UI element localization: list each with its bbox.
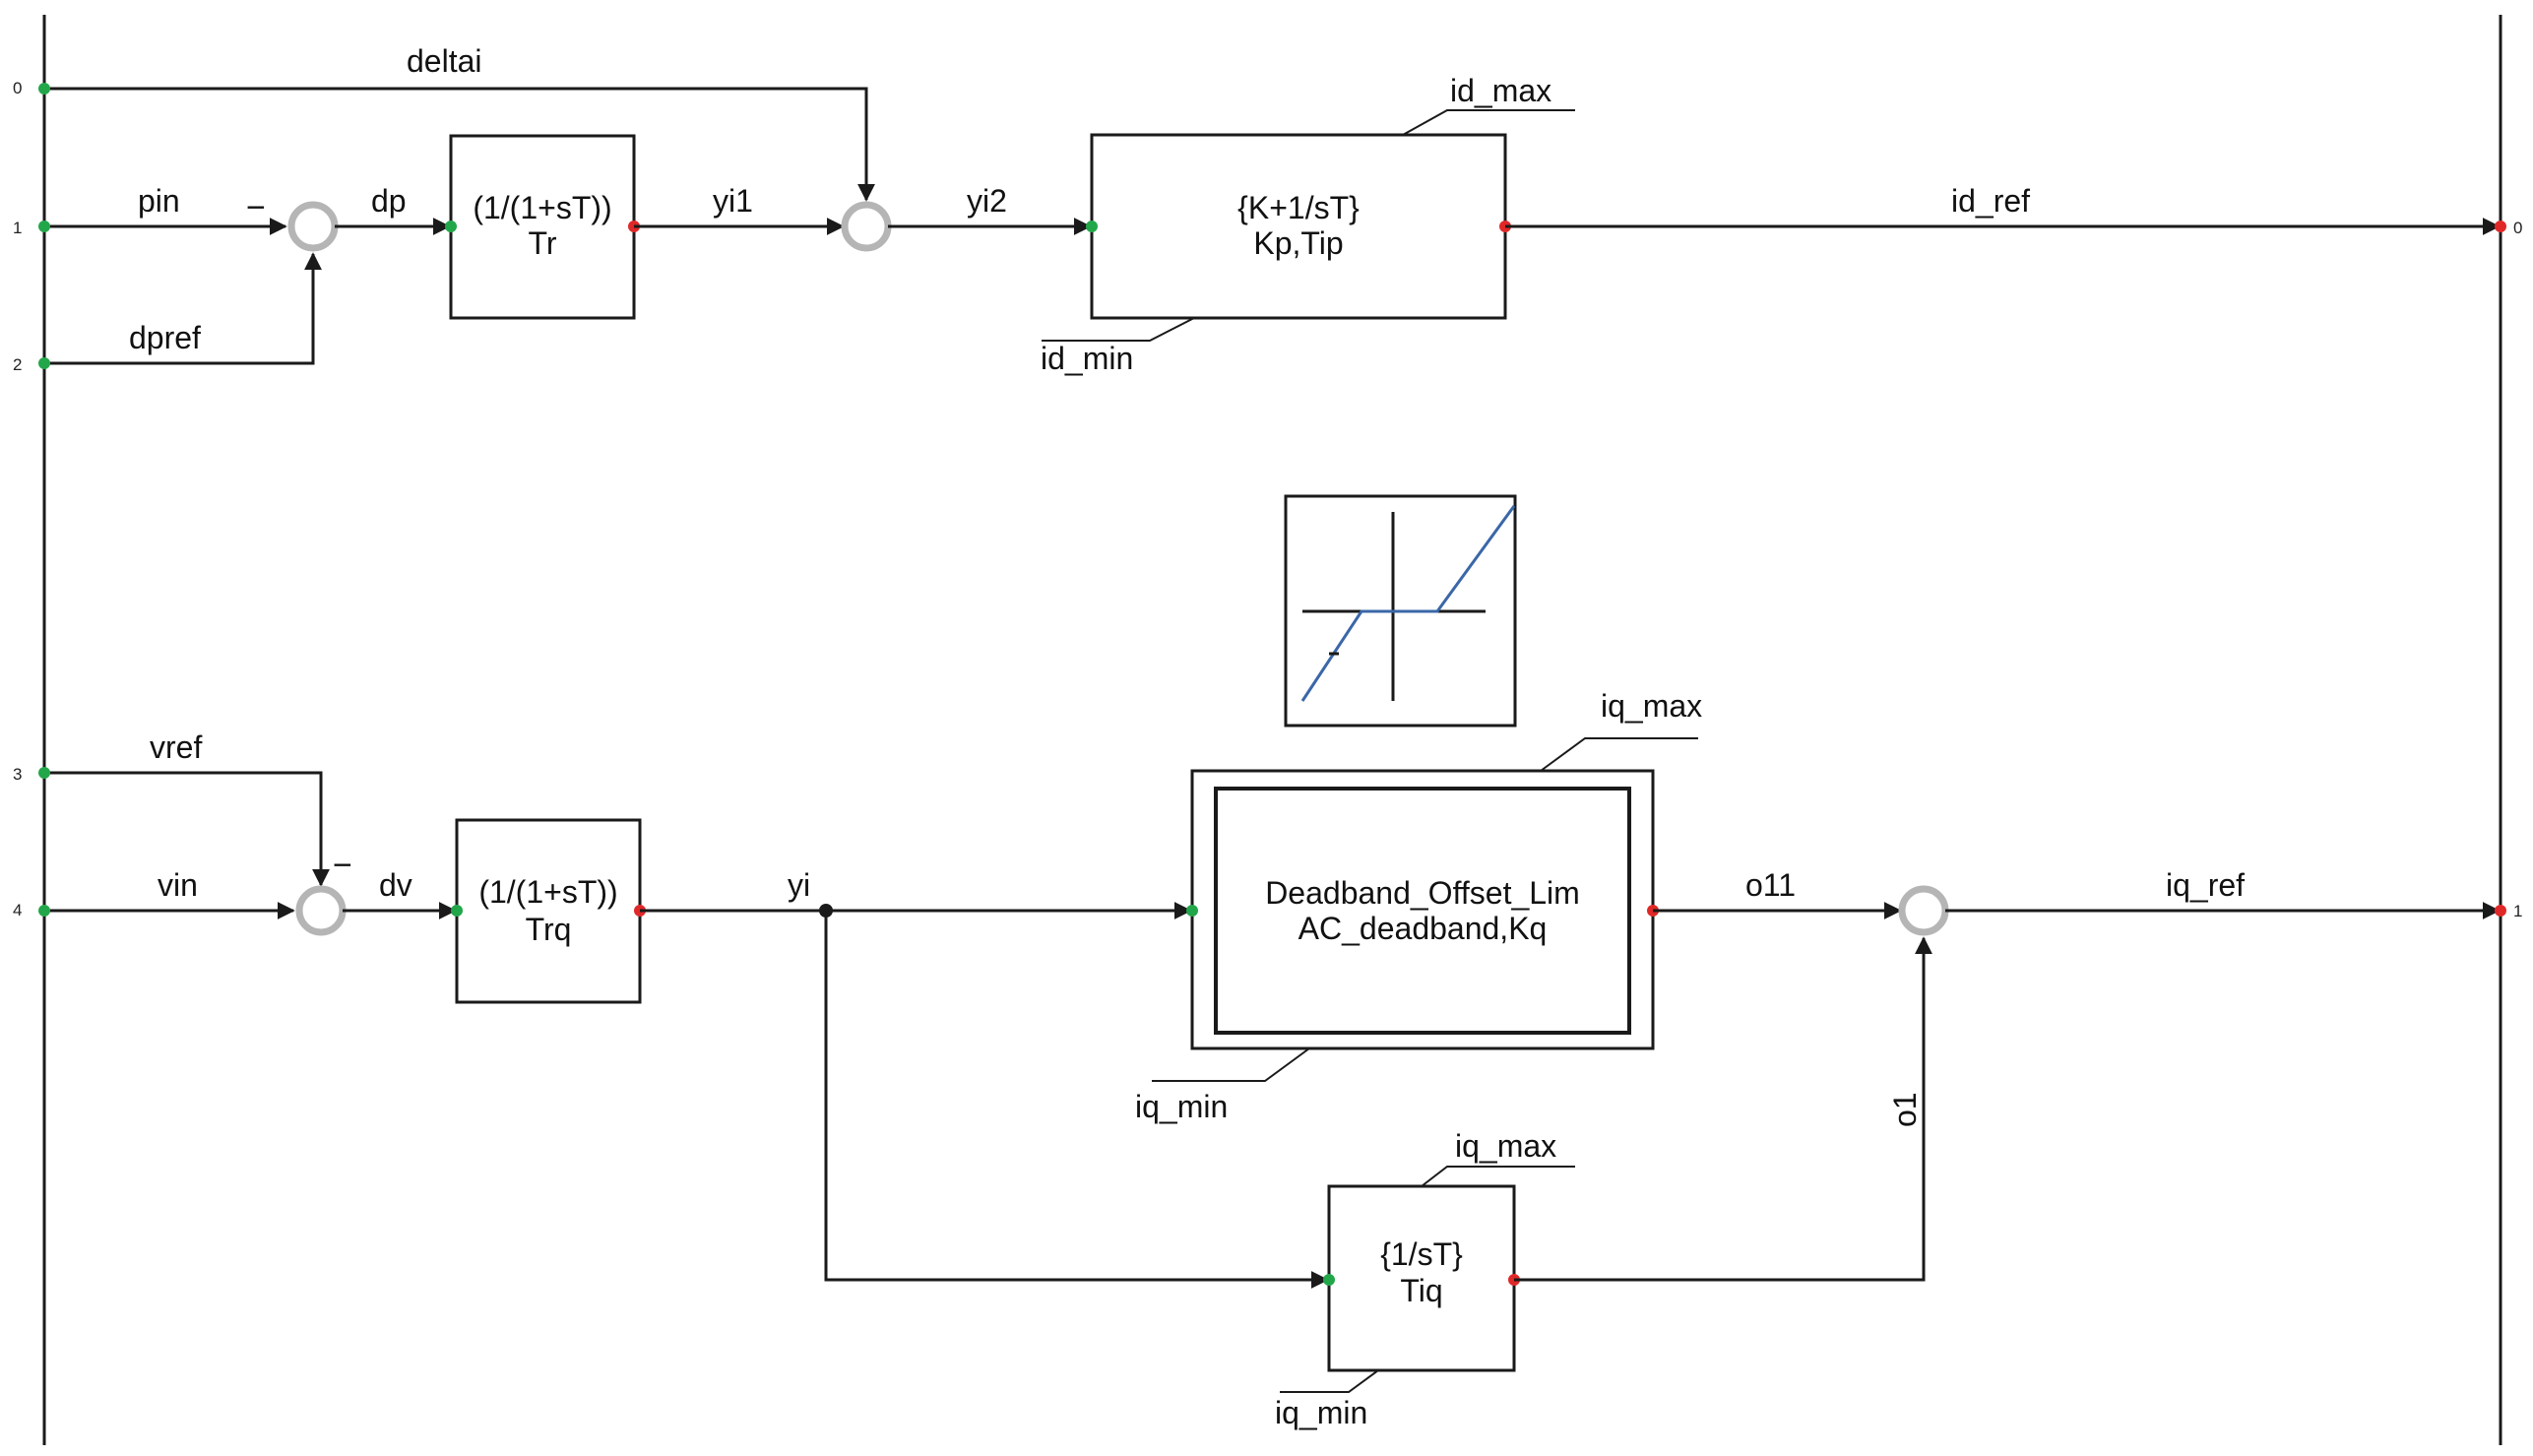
- label-dv: dv: [379, 867, 412, 903]
- pi-limit-min: id_min: [1041, 341, 1133, 376]
- wire-o1: [1514, 936, 1932, 1282]
- wire-deltai: [44, 87, 875, 202]
- input-port-3: 3: [13, 765, 22, 784]
- input-port-1: 1: [13, 219, 22, 237]
- integrator-limit-max-leader: [1421, 1166, 1575, 1187]
- block-trq: [455, 818, 642, 1004]
- wire-yi-branch: [824, 911, 1329, 1289]
- deadband-limit-min: iq_min: [1135, 1089, 1228, 1124]
- sign-minus-vref: −: [333, 847, 352, 884]
- label-o11: o11: [1745, 867, 1796, 903]
- sign-minus-pin: −: [246, 189, 266, 226]
- port-dot-in-2: [38, 357, 50, 369]
- label-yi2: yi2: [967, 183, 1007, 219]
- input-port-4: 4: [13, 901, 22, 919]
- pi-limit-max: id_max: [1450, 73, 1551, 108]
- block-tr-line2: Tr: [528, 225, 556, 261]
- block-pi-line2: Kp,Tip: [1253, 225, 1343, 261]
- port-dot-in-3: [38, 767, 50, 779]
- summer-yi: [841, 201, 892, 252]
- label-dpref: dpref: [129, 320, 201, 355]
- block-integrator-input-dot: [1323, 1274, 1335, 1286]
- port-dot-in-1: [38, 221, 50, 232]
- deadband-limit-min-leader: [1152, 1047, 1310, 1082]
- label-deltai: deltai: [407, 43, 482, 79]
- integrator-limit-max: iq_max: [1455, 1128, 1556, 1164]
- output-port-1: 1: [2513, 902, 2522, 920]
- block-integrator-line2: Tiq: [1400, 1273, 1442, 1308]
- label-vin: vin: [158, 867, 198, 903]
- port-dot-in-0: [38, 83, 50, 95]
- label-iq-ref: iq_ref: [2166, 867, 2245, 903]
- label-o1: o1: [1887, 1092, 1923, 1127]
- label-yi: yi: [788, 867, 810, 903]
- input-port-2: 2: [13, 355, 22, 374]
- block-deadband-line2: AC_deadband,Kq: [1298, 911, 1548, 946]
- pi-limit-min-leader: [1042, 317, 1195, 342]
- deadband-curve: [1300, 505, 1516, 702]
- deadband-limit-max: iq_max: [1601, 688, 1702, 724]
- block-tr: [449, 134, 636, 320]
- block-deadband-input-dot: [1186, 905, 1198, 917]
- deadband-limit-max-leader: [1540, 737, 1698, 772]
- block-trq-input-dot: [451, 905, 463, 917]
- label-yi1: yi1: [713, 183, 753, 219]
- port-dot-in-4: [38, 905, 50, 917]
- wire-dpref: [44, 252, 322, 365]
- wire-vref: [44, 771, 330, 887]
- block-tr-line1: (1/(1+sT)): [473, 190, 611, 225]
- label-pin: pin: [138, 183, 180, 219]
- block-deadband-inner: [1214, 787, 1631, 1035]
- port-dot-out-0: [2495, 221, 2506, 232]
- block-deadband-line1: Deadband_Offset_Lim: [1265, 875, 1580, 911]
- label-dp: dp: [371, 183, 407, 219]
- summer-v: [295, 885, 347, 936]
- pi-limit-max-leader: [1402, 109, 1575, 136]
- label-vref: vref: [150, 729, 202, 765]
- block-integrator-line1: {1/sT}: [1380, 1236, 1463, 1272]
- summer-p: [287, 201, 339, 252]
- block-pi-input-dot: [1086, 221, 1098, 232]
- port-dot-out-1: [2495, 905, 2506, 917]
- input-port-0: 0: [13, 79, 22, 97]
- block-trq-line1: (1/(1+sT)): [478, 874, 617, 910]
- output-port-0: 0: [2513, 219, 2522, 237]
- label-id-ref: id_ref: [1951, 183, 2030, 219]
- integrator-limit-min-leader: [1280, 1369, 1379, 1393]
- block-tr-input-dot: [445, 221, 457, 232]
- block-pi-line1: {K+1/sT}: [1237, 190, 1360, 225]
- block-trq-line2: Trq: [526, 912, 572, 947]
- integrator-limit-min: iq_min: [1275, 1395, 1367, 1430]
- block-integrator: [1327, 1184, 1516, 1372]
- summer-q: [1898, 885, 1949, 936]
